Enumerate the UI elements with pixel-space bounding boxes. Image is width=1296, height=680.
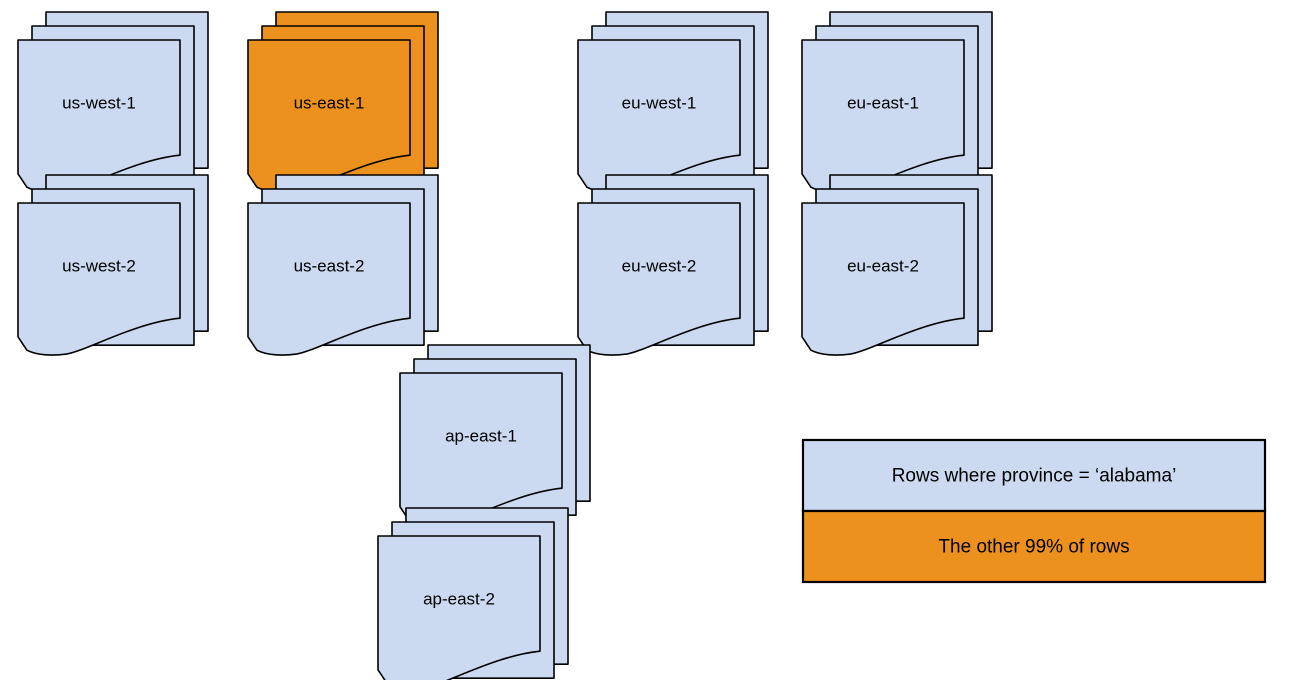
stacks-group: us-west-1 us-east-1 eu-west-1 eu-east-1 us-w…	[17, 11, 993, 680]
legend-swatch-other-rows	[801, 509, 1267, 584]
stack-label: ap-east-1	[445, 426, 517, 445]
stack-label: us-east-1	[294, 93, 365, 112]
stack-label: eu-east-2	[847, 256, 919, 275]
stack-label: us-west-2	[62, 256, 136, 275]
document-stack-eu-east-1[interactable]: eu-east-1	[801, 11, 993, 193]
stack-label: eu-west-1	[622, 93, 697, 112]
document-stack-eu-east-2[interactable]: eu-east-2	[801, 174, 993, 356]
stack-sheet-front	[577, 202, 741, 356]
legend-label: Rows where province = ‘alabama’	[892, 466, 1177, 487]
document-stack-us-west-2[interactable]: us-west-2	[17, 174, 209, 356]
stack-label: eu-east-1	[847, 93, 919, 112]
stack-label: us-east-2	[294, 256, 365, 275]
document-stack-eu-west-1[interactable]: eu-west-1	[577, 11, 769, 193]
document-stack-ap-east-2[interactable]: ap-east-2	[377, 507, 569, 680]
document-stack-us-west-1[interactable]: us-west-1	[17, 11, 209, 193]
stack-label: us-west-1	[62, 93, 136, 112]
document-stack-eu-west-2[interactable]: eu-west-2	[577, 174, 769, 356]
document-stack-ap-east-1[interactable]: ap-east-1	[399, 344, 591, 526]
stack-sheet-front	[801, 202, 965, 356]
document-stack-us-east-2[interactable]: us-east-2	[247, 174, 439, 356]
legend-label: The other 99% of rows	[938, 537, 1129, 558]
stack-label: eu-west-2	[622, 256, 697, 275]
legend-box: Rows where province = ‘alabama’ The other…	[801, 438, 1267, 584]
legend-swatch-rows-alabama	[801, 438, 1267, 513]
document-stack-us-east-1[interactable]: us-east-1	[247, 11, 439, 193]
stack-sheet-front	[377, 535, 541, 680]
stack-label: ap-east-2	[423, 589, 495, 608]
stack-sheet-front	[17, 202, 181, 356]
stack-sheet-front	[247, 202, 411, 356]
